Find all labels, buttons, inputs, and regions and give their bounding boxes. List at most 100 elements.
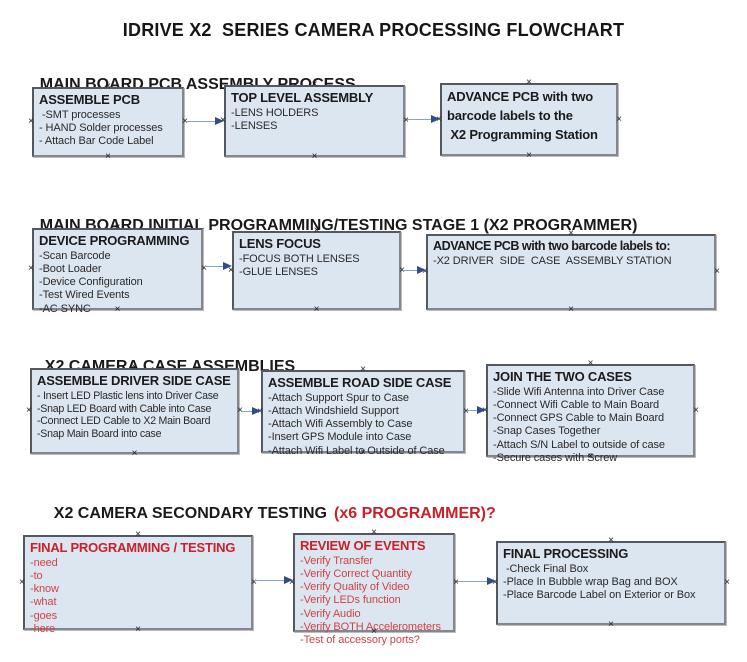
box-item: -Verify Quality of Video	[300, 581, 410, 594]
flow-arrow[interactable]	[241, 406, 261, 415]
flow-box-assemble-driver-side-case[interactable]: ASSEMBLE DRIVER SIDE CASE - Insert LED P…	[26, 363, 243, 459]
connection-handle-icon: ×	[313, 225, 320, 236]
box-item: -Verify BOTH Accelerometers	[300, 620, 441, 633]
box-item: -Attach Support Spur to Case	[268, 391, 409, 404]
box-heading: DEVICE PROGRAMMING	[39, 233, 190, 248]
connection-handle-icon: ×	[526, 77, 532, 88]
box-heading: ASSEMBLE DRIVER SIDE CASE	[37, 373, 231, 388]
connection-handle-icon: ×	[608, 619, 614, 630]
connection-handle-icon: ×	[360, 447, 366, 458]
box-item: -Place In Bubble wrap Bag and BOX	[503, 576, 678, 589]
arrow-head-icon	[223, 261, 232, 270]
connection-handle-icon: ×	[616, 113, 622, 125]
connection-handle-icon: ×	[228, 264, 234, 276]
page-title: IDRIVE X2 SERIES CAMERA PROCESSING FLOWC…	[122, 20, 625, 40]
connection-handle-icon: ×	[371, 527, 377, 538]
box-heading: FINAL PROGRAMMING / TESTING	[30, 540, 236, 555]
flow-arrow[interactable]	[407, 114, 440, 123]
box-heading: JOIN THE TWO CASES	[493, 369, 632, 384]
box-item: -LENSES	[231, 120, 278, 133]
arrow-head-icon	[252, 406, 261, 415]
flow-box-device-programming[interactable]: DEVICE PROGRAMMING -Scan Barcode -Boot L…	[28, 223, 207, 315]
connection-handle-icon: ×	[135, 529, 141, 540]
box-item: -Snap Main Board into case	[37, 427, 162, 440]
connection-handle-icon: ×	[114, 222, 121, 233]
flow-arrow[interactable]	[255, 575, 293, 584]
box-heading: ADVANCE PCB with two barcode labels to:	[433, 239, 671, 253]
connection-handle-icon: ×	[568, 304, 574, 315]
flow-box-lens-focus[interactable]: LENS FOCUS -FOCUS BOTH LENSES -GLUE LENS…	[228, 226, 405, 315]
arrow-head-icon	[215, 116, 224, 125]
flow-arrow[interactable]	[403, 265, 426, 274]
box-item: -Attach Wifi Assembly to Case	[268, 418, 413, 431]
box-item: -Scan Barcode	[39, 249, 111, 262]
flow-box-final-programming-testing[interactable]: FINAL PROGRAMMING / TESTING -need -to -k…	[19, 530, 257, 635]
box-item: -Verify LEDs function	[300, 594, 401, 607]
box-item: -Verify Transfer	[300, 554, 373, 567]
box-heading: REVIEW OF EVENTS	[300, 538, 426, 553]
flow-box-final-processing[interactable]: FINAL PROCESSING -Check Final Box -Place…	[492, 536, 730, 630]
box-item: -Connect LED Cable to X2 Main Board	[37, 415, 211, 428]
connection-handle-icon: ×	[360, 364, 366, 375]
box-item: -to	[30, 570, 43, 583]
connection-handle-icon: ×	[26, 405, 32, 416]
arrow-head-icon	[417, 265, 426, 274]
flow-box-join-the-two-cases[interactable]: JOIN THE TWO CASES -Slide Wifi Antenna i…	[482, 359, 699, 464]
arrow-head-icon	[431, 114, 440, 123]
section-header-accent-text: (x6 PROGRAMMER)?	[334, 505, 496, 522]
section-header-text: X2 CAMERA SECONDARY TESTING	[53, 505, 327, 522]
connection-handle-icon: ×	[608, 535, 614, 546]
box-item: - HAND Solder processes	[39, 122, 163, 135]
box-item: -Slide Wifi Antenna into Driver Case	[493, 385, 665, 398]
connection-handle-icon: ×	[463, 405, 469, 417]
box-heading: TOP LEVEL ASSEMBLY	[231, 90, 374, 105]
connection-handle-icon: ×	[693, 404, 699, 416]
flow-arrow[interactable]	[457, 576, 496, 585]
box-item: -Attach Wifi Label to Outside of Case	[268, 444, 445, 457]
box-item: -AC SYNC	[39, 302, 91, 315]
box-item: -Place Barcode Label on Exterior or Box	[503, 589, 696, 602]
connection-handle-icon: ×	[182, 116, 188, 127]
flow-arrow[interactable]	[205, 261, 232, 270]
box-item: -Attach Windshield Support	[268, 405, 399, 418]
connection-handle-icon: ×	[237, 405, 243, 416]
flow-box-review-of-events[interactable]: REVIEW OF EVENTS -Verify Transfer -Verif…	[289, 528, 459, 646]
connection-handle-icon: ×	[403, 115, 409, 126]
connection-handle-icon: ×	[28, 116, 34, 127]
box-item: -Device Configuration	[39, 276, 143, 289]
box-item: -Snap LED Board with Cable into Case	[37, 402, 212, 415]
box-item: -Connect GPS Cable to Main Board	[493, 412, 665, 425]
box-item: - Insert LED Plastic lens into Driver Ca…	[37, 389, 219, 402]
flow-box-top-level-assembly[interactable]: TOP LEVEL ASSEMBLY -LENS HOLDERS -LENSES…	[220, 80, 409, 162]
box-heading: LENS FOCUS	[239, 236, 321, 251]
flow-box-advance-pcb-driver-side-station[interactable]: ADVANCE PCB with two barcode labels to: …	[422, 229, 720, 315]
connection-handle-icon: ×	[587, 358, 594, 369]
box-item: -Insert GPS Module into Case	[268, 431, 412, 444]
flow-arrow[interactable]	[186, 116, 224, 125]
connection-handle-icon: ×	[131, 448, 138, 459]
flow-box-assemble-pcb[interactable]: ASSEMBLE PCB -SMT processes - HAND Solde…	[28, 82, 188, 162]
box-heading: ADVANCE PCB with two barcode labels to t…	[447, 89, 598, 142]
connection-handle-icon: ×	[568, 228, 574, 239]
connection-handle-icon: ×	[28, 263, 34, 274]
box-item: -goes	[30, 609, 58, 622]
box-item: -SMT processes	[39, 108, 121, 121]
connection-handle-icon: ×	[135, 624, 141, 635]
box-item: -Attach S/N Label to outside of case	[493, 438, 665, 451]
box-item: -Snap Cases Together	[493, 425, 601, 438]
box-item: -Connect Wifi Cable to Main Board	[493, 399, 660, 412]
connection-handle-icon: ×	[251, 576, 257, 588]
flow-box-advance-pcb-programming-station[interactable]: ADVANCE PCB with two barcode labels to t…	[436, 78, 622, 161]
connection-handle-icon: ×	[114, 304, 121, 315]
flow-box-assemble-road-side-case[interactable]: ASSEMBLE ROAD SIDE CASE -Attach Support …	[257, 365, 469, 458]
connection-handle-icon: ×	[19, 576, 25, 588]
box-heading: FINAL PROCESSING	[503, 546, 629, 561]
connection-handle-icon: ×	[399, 264, 405, 276]
flow-arrow[interactable]	[467, 405, 486, 414]
connection-handle-icon: ×	[311, 151, 318, 162]
box-heading: ASSEMBLE PCB	[39, 92, 140, 107]
arrow-head-icon	[477, 405, 486, 414]
box-item: -Verify Audio	[300, 607, 361, 620]
connection-handle-icon: ×	[453, 576, 459, 588]
box-item: -need	[30, 556, 58, 569]
